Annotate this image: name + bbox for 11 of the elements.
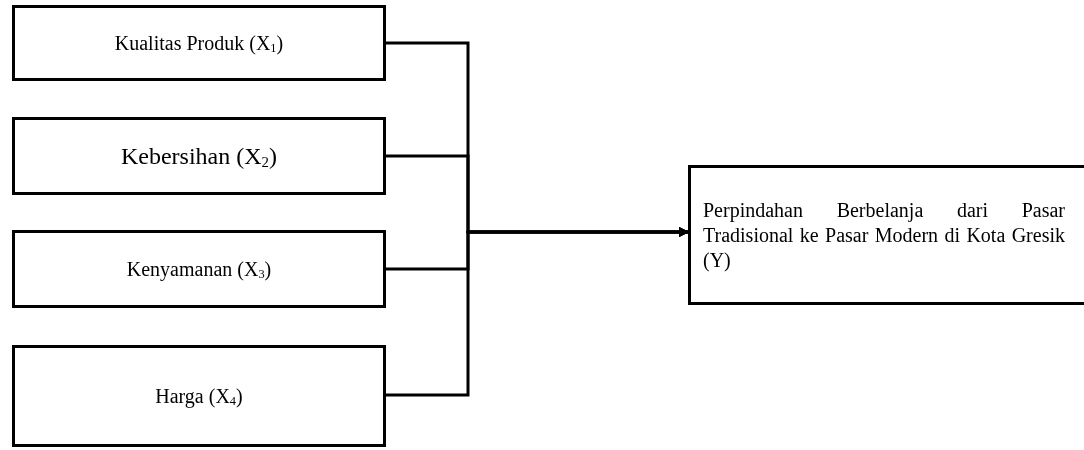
connector-arrow (386, 227, 689, 397)
variable-box (688, 165, 1084, 305)
variable-label: Kualitas Produk (X$_{1}$) (114, 30, 284, 56)
variable-box (12, 117, 386, 195)
variable-label: Harga (X$_{4}$) (155, 383, 243, 409)
variable-box (12, 230, 386, 308)
variable-box (12, 5, 386, 81)
variable-label: Kebersihan (X$_{2}$) (120, 142, 278, 171)
variable-box (12, 345, 386, 447)
variable-label: Kenyamanan (X$_{3}$) (126, 256, 272, 282)
variable-label: Perpindahan Berbelanja dari Pasar Tradisional ke Pasar Modern di Kota Gresik (Y) (703, 197, 1065, 273)
